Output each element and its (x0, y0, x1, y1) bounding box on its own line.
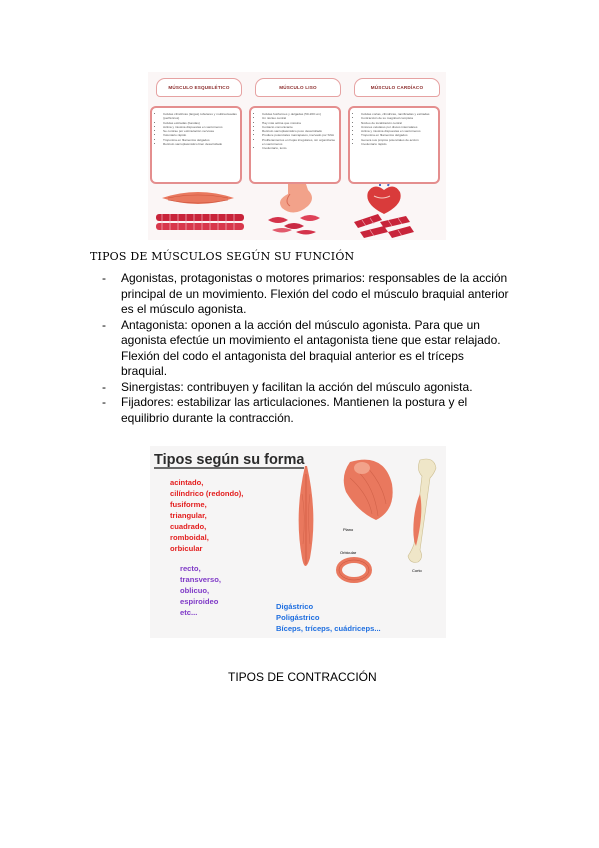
list-line: Agonistas, protagonistas o motores prima… (121, 271, 508, 285)
list-marker: - (102, 395, 106, 409)
stomach-icon (268, 184, 320, 235)
title-underline (154, 467, 304, 469)
list-item: recto, (180, 564, 201, 573)
skeletal-muscle-title: MÚSCULO ESQUELÉTICO (156, 78, 242, 97)
list-line: principal de un movimiento. Flexión del … (121, 286, 509, 301)
list-marker: - (102, 379, 106, 394)
list-item: Células cortas, cilíndricas, ramificadas… (361, 112, 435, 116)
list-item: Digástrico (276, 602, 314, 611)
list-item: Contacto comunicante (262, 125, 336, 129)
list-item: - Sinergistas: contribuyen y facilitan l… (102, 380, 522, 396)
list-line: braquial. (121, 364, 168, 378)
muscle-shape-illustrations: Plano Orbicular Corto (298, 458, 437, 583)
list-item: - Agonistas, protagonistas o motores pri… (102, 271, 522, 318)
purple-shape-list: recto, transverso, oblicuo, espiroideo e… (180, 563, 221, 618)
list-line: Antagonista: oponen a la acción del músc… (121, 317, 480, 332)
list-item: - Fijadores: estabilizar las articulacio… (102, 395, 522, 426)
list-item: Núcleo de localización central (361, 121, 435, 125)
list-item: Troponina en filamentos delgados (361, 133, 435, 137)
function-heading: TIPOS DE MÚSCULOS SEGÚN SU FUNCIÓN (90, 250, 355, 263)
list-item: Poligástrico (276, 613, 320, 622)
heart-icon (354, 184, 414, 238)
list-item: triangular, (170, 511, 207, 520)
shapes-title: Tipos según su forma (154, 452, 305, 468)
list-item: Retículo sarcoplasmático poco desarrolla… (262, 129, 336, 133)
cardiac-muscle-box: Células cortas, cilíndricas, ramificadas… (348, 106, 440, 184)
list-item: transverso, (180, 575, 221, 584)
list-item: romboidal, (170, 533, 209, 542)
smooth-muscle-box: Células fusiformes y delgadas (50-200 um… (249, 106, 341, 184)
triangular-muscle-icon (343, 459, 393, 520)
list-item: Proliferamientos en hojas irregulares, s… (262, 138, 336, 147)
list-item: espiroideo (180, 597, 219, 606)
list-item: Actina y miosina dispuestas en sarcómero… (361, 129, 435, 133)
list-item: cilíndrico (redondo), (170, 489, 244, 498)
list-item: Células cilíndricas (largas) tubulares y… (163, 112, 237, 121)
list-item: Células fusiformes y delgadas (50-200 um… (262, 112, 336, 116)
list-item: acintado, (170, 478, 204, 487)
muscle-shapes-figure: Tipos según su forma acintado, cilíndric… (150, 446, 446, 638)
list-item: Se contrae por estimulación nerviosa (163, 129, 237, 133)
list-line: Fijadores: estabilizar las articulacione… (121, 395, 468, 409)
list-item: Involuntario rápido (361, 142, 435, 146)
list-item: Actina y miosina dispuestas en sarcómero… (163, 125, 237, 129)
muscle-illustrations (156, 184, 414, 238)
list-item: orbicular (170, 544, 203, 553)
list-item: Troponina en filamentos delgados (163, 138, 237, 142)
list-item: Produce potenciales marcapasos, inervado… (262, 133, 336, 137)
list-marker: - (102, 271, 106, 285)
skeletal-muscle-icon (156, 192, 244, 230)
list-line: Sinergistas: contribuyen y facilitan la … (121, 379, 473, 394)
list-item: fusiforme, (170, 500, 207, 509)
list-item: Retículo sarcoplasmático bien desarrolla… (163, 142, 237, 146)
list-line: es el músculo agonista. (121, 302, 247, 316)
list-item: Hay más actina que miosina (262, 121, 336, 125)
red-shape-list: acintado, cilíndrico (redondo), fusiform… (170, 477, 243, 554)
list-line: equilibrio durante la contracción. (121, 410, 294, 425)
cardiac-muscle-title: MÚSCULO CARDÍACO (354, 78, 440, 97)
list-item: Un núcleo central (262, 116, 336, 120)
list-item: Contracción de su magnitud completa (361, 116, 435, 120)
list-item: cuadrado, (170, 522, 207, 531)
bone-muscle-icon (407, 458, 437, 563)
list-line: Flexión del codo el antagonista del braq… (121, 348, 464, 363)
list-item: Involuntario, lento (262, 146, 336, 150)
list-item: Bíceps, tríceps, cuádriceps... (276, 624, 381, 633)
list-item: oblicuo, (180, 586, 210, 595)
short-label: Corto (412, 568, 423, 573)
orbicular-muscle-icon (336, 557, 372, 583)
muscle-types-figure: MÚSCULO ESQUELÉTICO Células cilíndricas … (148, 72, 446, 240)
orbicular-label: Orbicular (340, 550, 357, 555)
list-item: - Antagonista: oponen a la acción del mú… (102, 318, 522, 380)
list-item: Genera sus propios potenciales de acción (361, 138, 435, 142)
function-list: - Agonistas, protagonistas o motores pri… (102, 271, 522, 426)
list-item: Células estriadas (bandas) (163, 121, 237, 125)
contraction-heading: TIPOS DE CONTRACCIÓN (228, 670, 377, 684)
skeletal-muscle-box: Células cilíndricas (largas) tubulares y… (150, 106, 242, 184)
list-item: etc... (180, 608, 198, 617)
fusiform-muscle-icon (298, 466, 314, 566)
blue-shape-list: Digástrico Poligástrico Bíceps, tríceps,… (276, 601, 381, 634)
list-item: Uniones celulares por discos intercalare… (361, 125, 435, 129)
smooth-muscle-title: MÚSCULO LISO (255, 78, 341, 97)
plane-label: Plano (343, 527, 354, 532)
list-item: Voluntario rápido (163, 133, 237, 137)
list-marker: - (102, 317, 106, 332)
list-line: agonista efectúe un movimiento el antago… (121, 333, 501, 347)
